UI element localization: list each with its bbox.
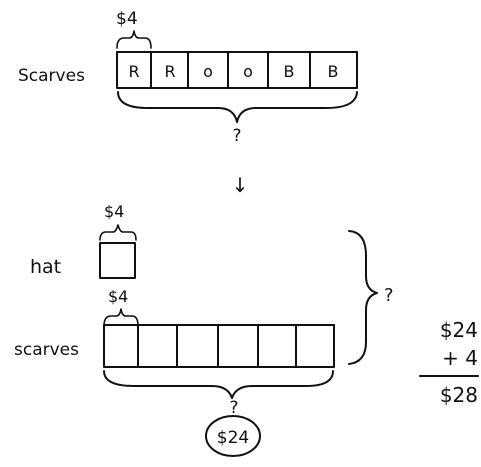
scarves-total-answer: $24 [217, 428, 249, 448]
calc-sum: $28 [440, 383, 478, 407]
bottom-scarves-label: scarves [14, 340, 79, 360]
top-cell-2: R [164, 62, 175, 81]
top-cell-1: R [128, 62, 139, 81]
bottom-scarves-brace [103, 370, 334, 399]
top-total-brace [117, 91, 358, 123]
hat-box [99, 242, 136, 279]
top-cell-6: B [328, 62, 339, 81]
down-arrow-icon: ↓ [232, 173, 249, 197]
top-cell-4: o [243, 62, 253, 81]
top-unit-brace [116, 30, 152, 49]
top-unit-price: $4 [116, 9, 138, 29]
hat-label: hat [30, 256, 61, 278]
bottom-unit-price: $4 [108, 287, 128, 306]
hat-brace [99, 224, 137, 241]
answer-circle [205, 415, 261, 457]
top-total-question: ? [232, 126, 241, 146]
calc-addend-1: $24 [440, 318, 478, 342]
top-model: $4 Scarves R R o o B B ? [18, 9, 358, 146]
combined-brace [348, 230, 378, 365]
top-scarves-label: Scarves [18, 66, 85, 86]
addition-calculation: $24 + 4 $28 [419, 318, 479, 407]
calc-addend-2: + 4 [442, 346, 478, 370]
top-cell-5: B [284, 62, 295, 81]
hat-price: $4 [104, 202, 124, 221]
bottom-model: $4 hat $4 scarves ? $24 ? [14, 202, 394, 457]
top-cell-3: o [203, 62, 213, 81]
bottom-scarves-question: ? [229, 398, 238, 418]
bottom-unit-brace [103, 308, 139, 327]
top-tape-outline [116, 51, 358, 89]
combined-question: ? [384, 285, 394, 306]
